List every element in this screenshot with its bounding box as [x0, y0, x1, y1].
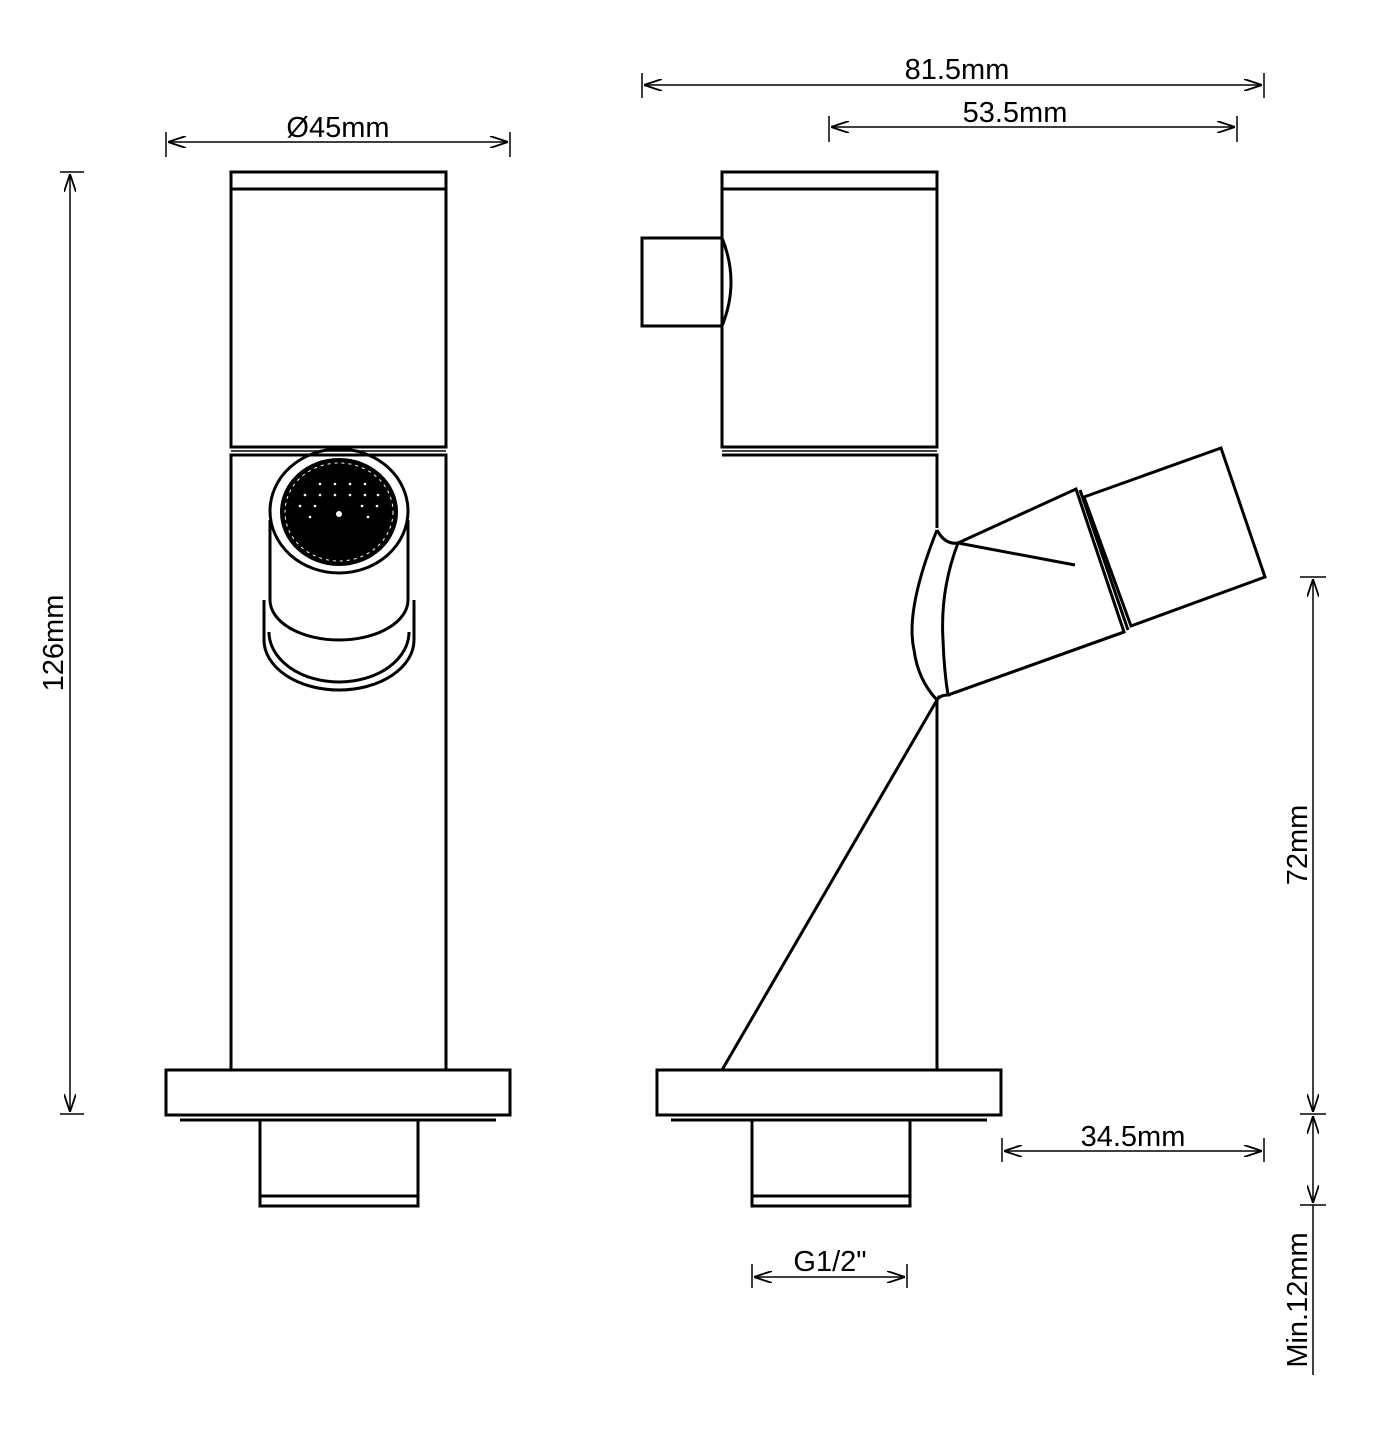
- front-thread-shank: [258, 1118, 420, 1208]
- spout: [910, 446, 1267, 702]
- dimension-spout-height: 72mm: [1282, 576, 1326, 1115]
- dim-label-overall-length: 81.5mm: [905, 54, 1010, 86]
- handle-lever: [640, 236, 733, 328]
- front-view: [164, 170, 512, 1208]
- dimension-total-height: 126mm: [38, 171, 84, 1115]
- dim-label-spout-reach: 53.5mm: [963, 97, 1068, 129]
- side-lower-body: [719, 453, 939, 1072]
- side-thread-shank: [750, 1118, 912, 1208]
- side-base-plate: [655, 1068, 1003, 1117]
- side-view: [640, 170, 1267, 1208]
- front-upper-body: [229, 170, 448, 449]
- dim-label-diameter: Ø45mm: [286, 112, 389, 144]
- dim-label-base-offset: 34.5mm: [1081, 1121, 1186, 1153]
- spout-nozzle: [1082, 446, 1267, 628]
- dimension-base-offset: 34.5mm: [1001, 1121, 1265, 1162]
- dimension-diameter: Ø45mm: [165, 112, 511, 157]
- dim-label-min-thread: Min.12mm: [1282, 1232, 1314, 1367]
- dim-label-spout-height: 72mm: [1282, 805, 1314, 886]
- front-base-plate: [164, 1068, 512, 1117]
- side-upper-body: [720, 170, 939, 449]
- aerator-icon: [262, 447, 416, 692]
- dim-label-thread: G1/2": [793, 1246, 866, 1278]
- dimension-thread: G1/2": [751, 1246, 908, 1288]
- dimension-spout-reach: 53.5mm: [828, 97, 1238, 142]
- dim-label-height: 126mm: [38, 595, 70, 692]
- dimension-min-thread: Min.12mm: [1282, 1116, 1326, 1375]
- dimension-overall-length: 81.5mm: [641, 54, 1265, 98]
